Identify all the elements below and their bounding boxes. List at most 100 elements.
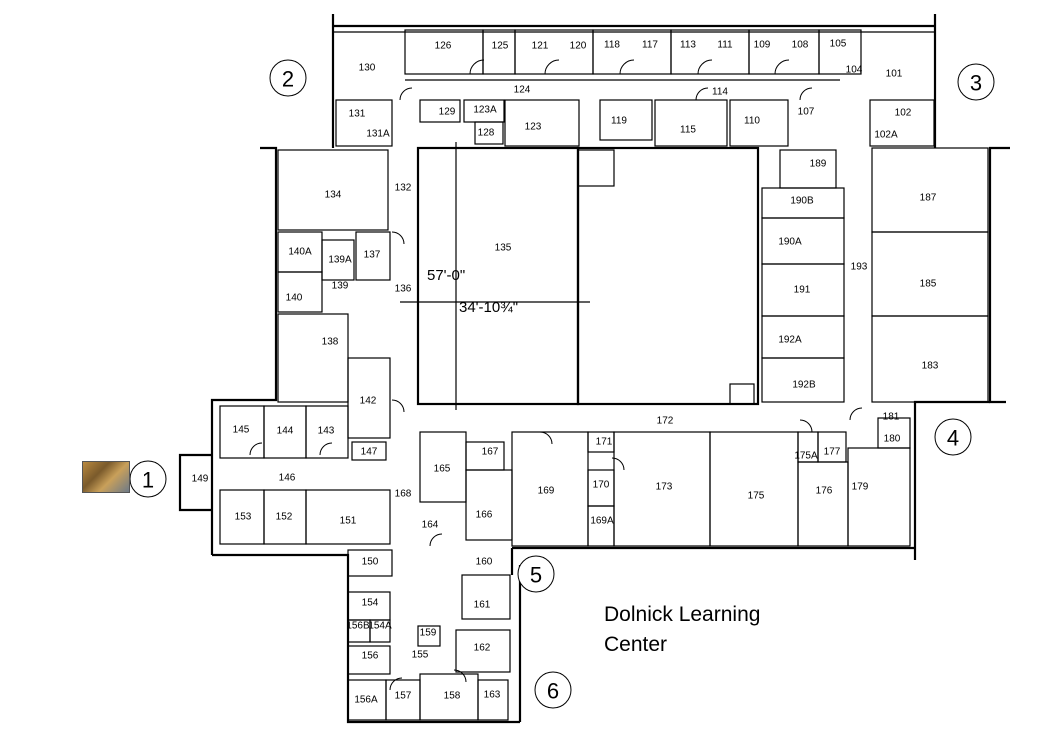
room-143: 143 [318,426,335,437]
room-134: 134 [325,190,342,201]
room-192b: 192B [792,380,816,391]
room-160: 160 [476,557,493,568]
room-171: 171 [596,437,613,448]
room-144: 144 [277,426,294,437]
room-126: 126 [435,41,452,52]
title-line-1: Dolnick Learning [604,603,761,626]
room-139a: 139A [328,255,352,266]
north-rooms [335,29,935,147]
room-151: 151 [340,516,357,527]
entrance-3-label: 3 [970,71,982,96]
room-164: 164 [422,520,439,531]
room-175: 175 [748,491,765,502]
room-114: 114 [712,87,728,98]
south-wing-rooms [347,549,511,721]
room-156b: 156B [346,621,370,632]
room-labels: 126 125 121 120 118 117 113 111 109 108 … [192,39,939,706]
room-113: 113 [680,40,696,51]
room-140: 140 [286,293,303,304]
room-121: 121 [532,41,549,52]
room-163: 163 [484,690,501,701]
room-140a: 140A [288,247,312,258]
room-156: 156 [362,651,379,662]
room-120: 120 [570,41,587,52]
room-185: 185 [920,279,937,290]
title-line-2: Center [604,633,668,656]
room-102a: 102A [874,130,898,141]
exterior-walls [178,14,1010,724]
room-131a: 131A [366,129,390,140]
room-162: 162 [474,643,491,654]
room-108: 108 [792,40,809,51]
room-180: 180 [884,434,901,445]
dimension-length: 57'-0" [427,267,465,284]
room-142: 142 [360,396,377,407]
room-155: 155 [412,650,429,661]
room-158: 158 [444,691,461,702]
central-block [400,142,760,410]
room-137: 137 [364,250,381,261]
room-136: 136 [395,284,412,295]
room-147: 147 [361,447,378,458]
room-191: 191 [794,285,811,296]
photo-thumbnail [82,461,130,493]
room-110: 110 [744,116,760,127]
room-175a: 175A [794,451,818,462]
west-rooms [219,149,391,545]
room-161: 161 [474,600,491,611]
room-156a: 156A [354,695,378,706]
room-192a: 192A [778,335,802,346]
room-177: 177 [824,447,841,458]
room-124: 124 [514,85,531,96]
door-swings [249,59,863,691]
room-169a: 169A [590,516,614,527]
entrance-1-label: 1 [142,468,154,493]
room-170: 170 [593,480,610,491]
room-104: 104 [846,65,863,76]
room-173: 173 [656,482,673,493]
room-132: 132 [395,183,412,194]
room-154: 154 [362,598,379,609]
room-172: 172 [657,416,674,427]
room-118: 118 [604,40,620,51]
room-189: 189 [810,159,827,170]
room-131: 131 [349,109,366,120]
room-105: 105 [830,39,847,50]
room-146: 146 [279,473,296,484]
east-rooms [761,147,989,403]
room-190b: 190B [790,196,814,207]
room-107: 107 [798,107,815,118]
room-101: 101 [886,69,903,80]
room-153: 153 [235,512,252,523]
room-193: 193 [851,262,868,273]
entrance-2-label: 2 [282,67,294,92]
building-title: Dolnick Learning Center [604,600,760,660]
room-150: 150 [362,557,379,568]
entrance-4-label: 4 [947,426,959,451]
south-rooms [419,417,911,547]
room-159: 159 [420,628,437,639]
room-119: 119 [611,116,627,127]
room-157: 157 [395,691,412,702]
room-123a: 123A [473,105,497,116]
room-179: 179 [852,482,869,493]
room-129: 129 [439,107,456,118]
room-149: 149 [192,474,209,485]
room-102: 102 [895,108,912,119]
entrance-markers: 1 2 3 4 5 6 [129,59,995,709]
room-117: 117 [642,40,658,51]
room-138: 138 [322,337,339,348]
room-145: 145 [233,425,250,436]
room-109: 109 [754,40,771,51]
dimension-width: 34'-10¾" [459,299,518,316]
room-152: 152 [276,512,293,523]
room-115: 115 [680,125,696,136]
room-154a: 154A [368,621,392,632]
room-181: 181 [883,412,900,423]
room-123: 123 [525,122,542,133]
room-125: 125 [492,41,509,52]
room-130: 130 [359,63,376,74]
room-166: 166 [476,510,493,521]
room-167: 167 [482,447,499,458]
